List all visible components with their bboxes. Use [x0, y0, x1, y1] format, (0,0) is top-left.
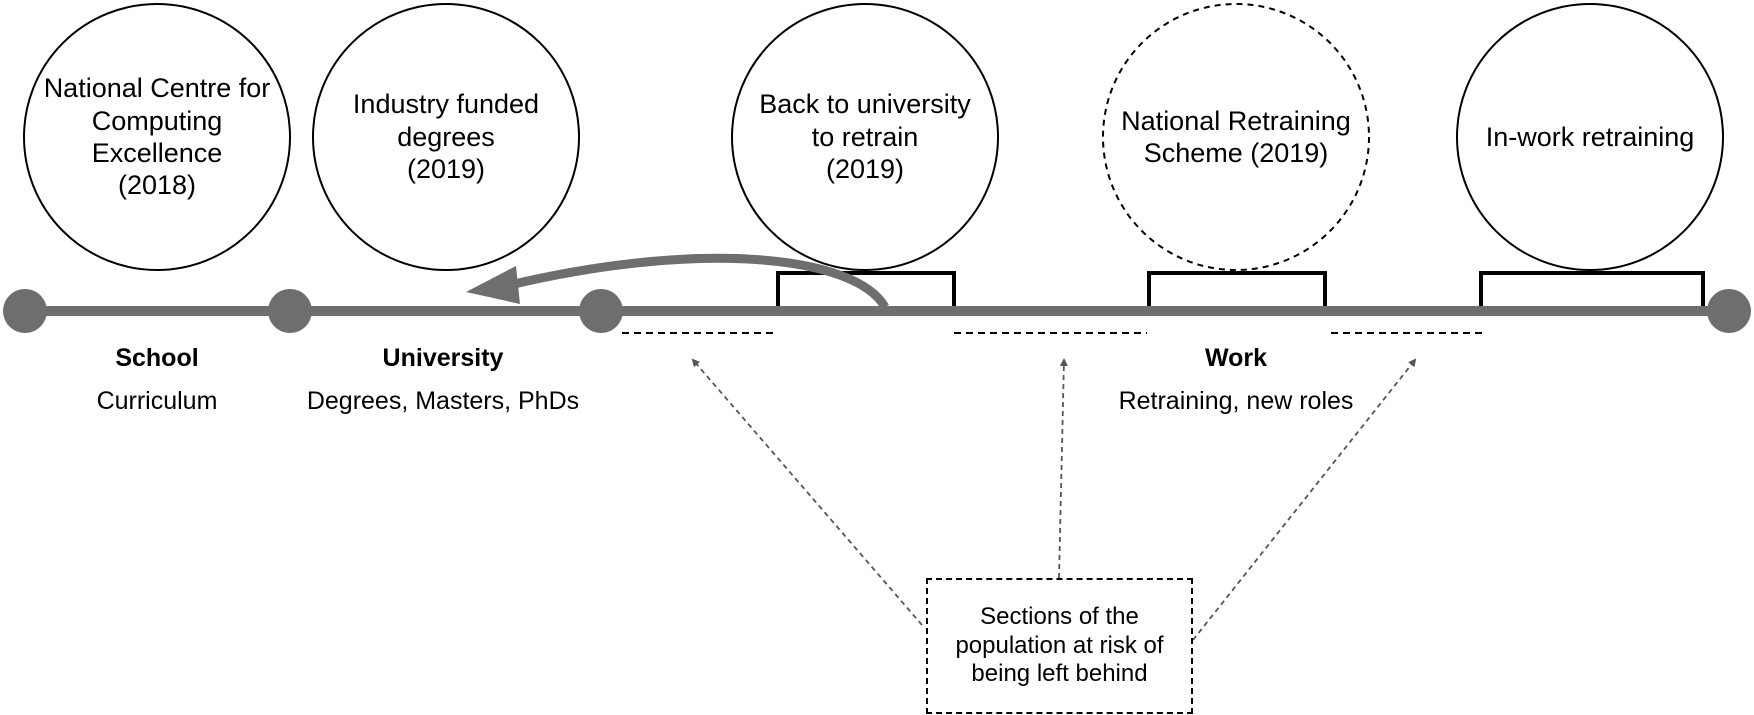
circle-text-in-work-retraining: In-work retraining: [1485, 121, 1695, 152]
stage-title-university: University: [382, 344, 504, 372]
stage-subtitle-school: Curriculum: [96, 387, 218, 415]
stage-title-work: Work: [1204, 344, 1268, 372]
circle-in-work-retraining: [1456, 3, 1724, 271]
circle-national-retraining: [1102, 3, 1370, 271]
circle-industry-degrees: [312, 3, 580, 271]
back-arrow-head: [466, 266, 520, 304]
dashed-arrow-1: [691, 358, 923, 626]
circle-text-national-retraining: National Retraining Scheme (2019): [1121, 105, 1351, 168]
dashed-arrow-2: [1058, 358, 1068, 579]
circle-back-to-university: [731, 3, 999, 271]
bracket-national-retraining: [1147, 271, 1327, 311]
stage-title-school: School: [115, 344, 199, 372]
stage-subtitle-work: Retraining, new roles: [1118, 387, 1354, 415]
circle-text-national-centre: National Centre for Computing Excellence…: [43, 73, 271, 201]
risk-note-box: Sections of the population at risk of be…: [926, 578, 1193, 714]
bracket-in-work-retraining: [1479, 271, 1705, 311]
timeline-dot-university: [268, 289, 312, 333]
back-arrow: [508, 253, 889, 310]
timeline-dot-work: [579, 289, 623, 333]
bracket-back-to-university: [776, 271, 956, 311]
circle-national-centre: [23, 3, 291, 271]
circle-text-back-to-university: Back to university to retrain (2019): [759, 89, 971, 185]
dashed-arrow-3: [1192, 358, 1417, 641]
circle-text-industry-degrees: Industry funded degrees (2019): [352, 89, 540, 185]
timeline-dot-start: [3, 289, 47, 333]
stage-subtitle-university: Degrees, Masters, PhDs: [306, 387, 580, 415]
timeline-dot-end: [1707, 289, 1751, 333]
